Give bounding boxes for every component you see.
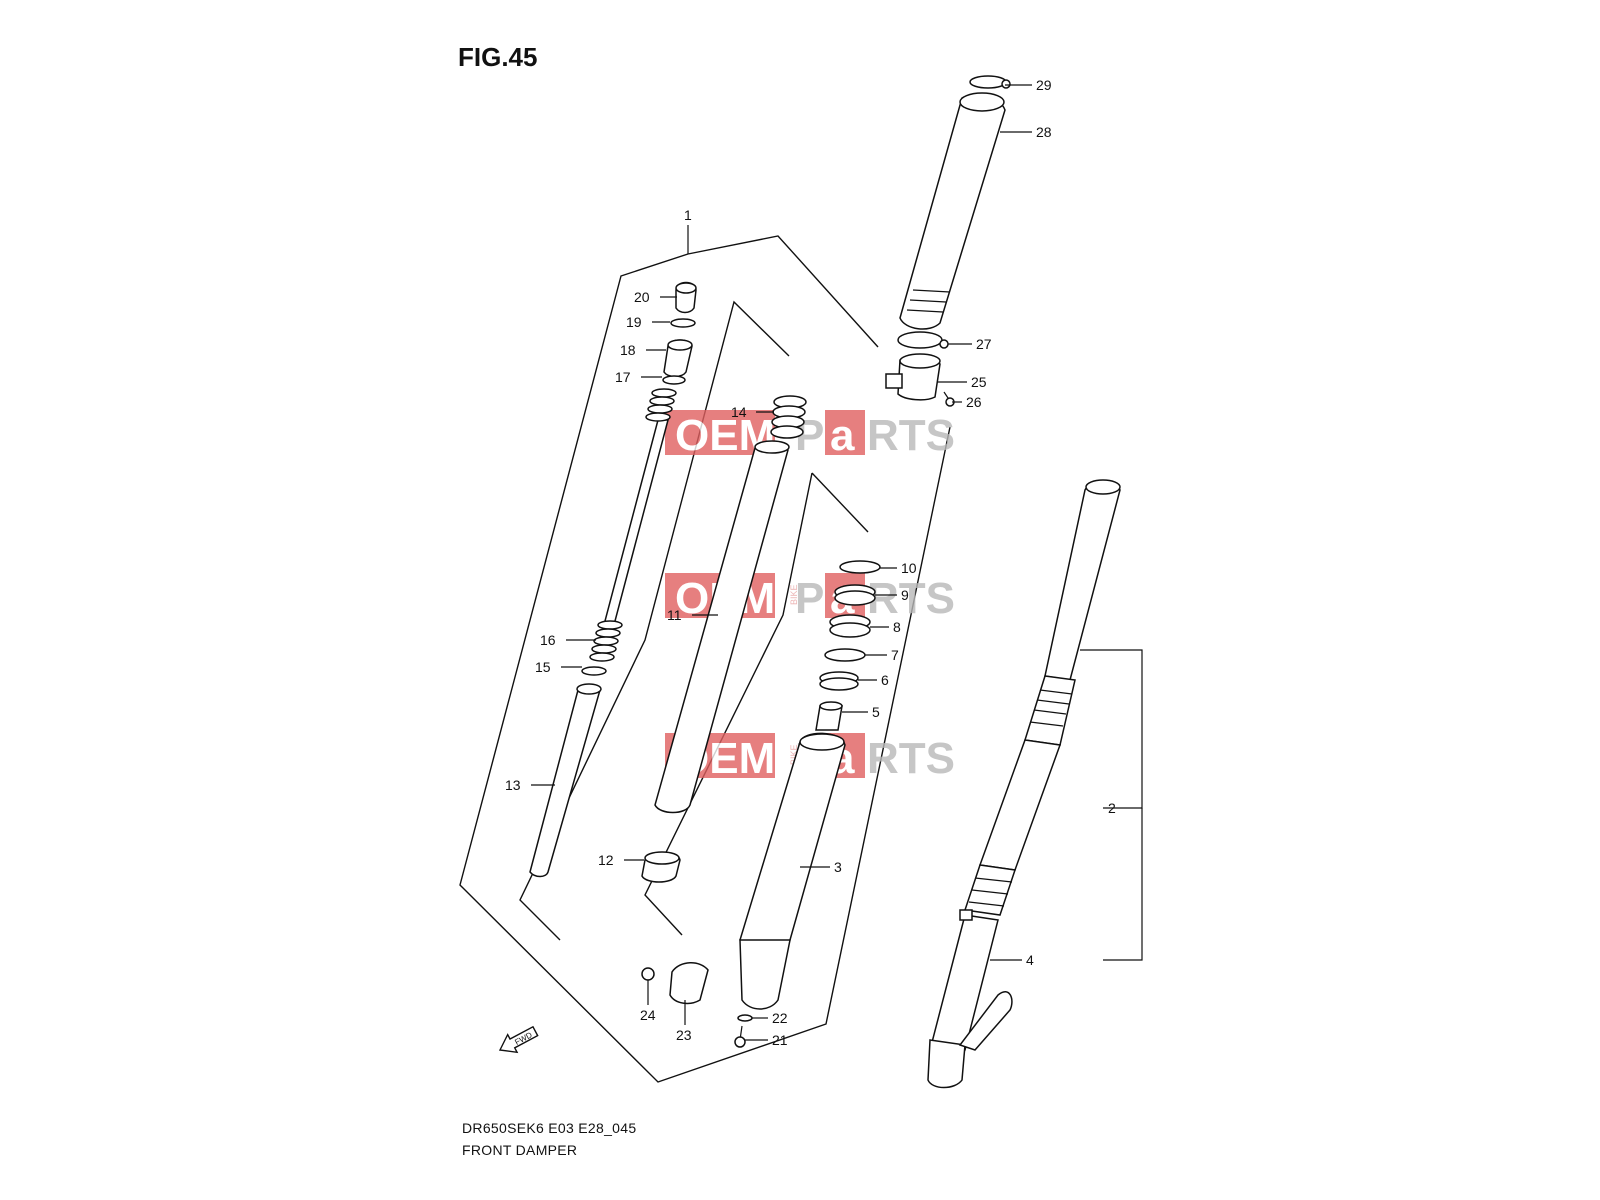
boot-clamp <box>897 331 949 349</box>
callout-4: 4 <box>1026 952 1034 968</box>
svg-text:RTS: RTS <box>867 734 955 783</box>
washer-17 <box>662 375 686 385</box>
front-fork-assembly-2 <box>964 479 1121 916</box>
assembly-frame-outline <box>687 235 879 348</box>
watermark-1: OEM P a RTS <box>665 410 955 460</box>
callout-5: 5 <box>872 704 880 720</box>
callout-6: 6 <box>881 672 889 688</box>
figure-title: FIG.45 <box>458 42 538 72</box>
spacer-collar-18 <box>663 339 693 378</box>
figure-name: FRONT DAMPER <box>462 1142 578 1158</box>
o-ring-19 <box>670 318 696 328</box>
outer-tube-4 <box>927 909 1013 1089</box>
callout-13: 13 <box>505 777 521 793</box>
fork-cap-bolt <box>675 281 697 314</box>
callout-24: 24 <box>640 1007 656 1023</box>
callout-19: 19 <box>626 314 642 330</box>
callout-1: 1 <box>684 207 692 223</box>
callout-8: 8 <box>893 619 901 635</box>
callout-3: 3 <box>834 859 842 875</box>
callout-16: 16 <box>540 632 556 648</box>
svg-text:BIKE: BIKE <box>789 584 799 605</box>
seal-retainer-7 <box>824 648 866 662</box>
damper-cylinder-13 <box>529 683 602 878</box>
svg-text:P: P <box>795 574 824 623</box>
callout-22: 22 <box>772 1010 788 1026</box>
dust-seal-9 <box>834 584 876 606</box>
callout-12: 12 <box>598 852 614 868</box>
damper-rod-assembly <box>589 388 677 662</box>
callout-23: 23 <box>676 1027 692 1043</box>
stopper-ring-10 <box>839 560 881 574</box>
boot-clip <box>969 75 1011 89</box>
slide-bushing-12 <box>641 851 681 883</box>
svg-text:RTS: RTS <box>867 411 955 460</box>
svg-text:a: a <box>830 411 855 460</box>
outer-tube-3 <box>739 732 846 1010</box>
inner-frame-tube-group <box>811 472 869 533</box>
assembly-frame-outline-right <box>459 253 951 1083</box>
callout-29: 29 <box>1036 77 1052 93</box>
callout-9: 9 <box>901 587 909 603</box>
nut-24 <box>641 967 655 981</box>
callout-11: 11 <box>667 607 682 623</box>
callout-27: 27 <box>976 336 992 352</box>
callout-7: 7 <box>891 647 899 663</box>
callout-26: 26 <box>966 394 982 410</box>
inner-frame-spring-group <box>519 300 790 941</box>
callout-28: 28 <box>1036 124 1052 140</box>
washer-22 <box>737 1014 753 1022</box>
callout-18: 18 <box>620 342 636 358</box>
oil-seal-8 <box>829 614 871 638</box>
callout-25: 25 <box>971 374 987 390</box>
callout-10: 10 <box>901 560 917 576</box>
svg-text:RTS: RTS <box>867 574 955 623</box>
callout-20: 20 <box>634 289 650 305</box>
spacer-5 <box>815 701 843 731</box>
callout-14: 14 <box>731 404 747 420</box>
model-code: DR650SEK6 E03 E28_045 <box>462 1120 637 1136</box>
forward-arrow-icon: FWD <box>498 1025 539 1054</box>
fork-holder <box>885 353 941 401</box>
callout-15: 15 <box>535 659 551 675</box>
inner-tube-11 <box>654 440 790 814</box>
ring-15 <box>581 666 607 676</box>
callout-2: 2 <box>1108 800 1116 816</box>
spring-14 <box>770 395 807 439</box>
holder-bolt <box>943 391 955 407</box>
callout-17: 17 <box>615 369 631 385</box>
callout-21: 21 <box>772 1032 788 1048</box>
axle-holder-23 <box>669 962 709 1005</box>
fork-boot <box>899 92 1006 330</box>
guide-bushing-6 <box>819 671 859 691</box>
bolt-21 <box>734 1025 746 1048</box>
svg-text:BIKE: BIKE <box>789 744 799 765</box>
